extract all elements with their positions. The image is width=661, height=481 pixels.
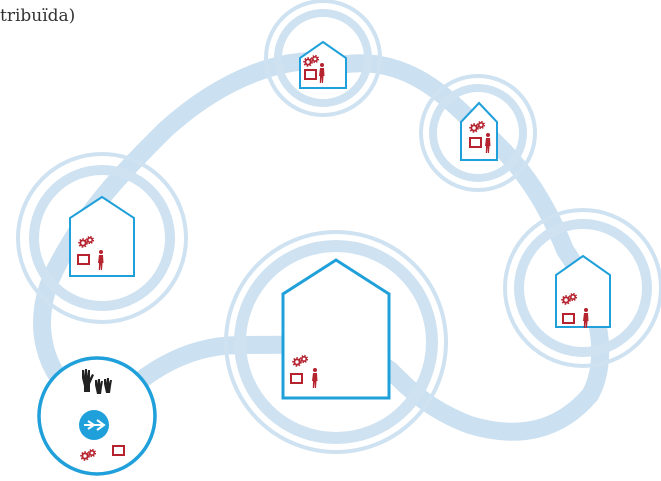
network-hub-icon xyxy=(79,410,109,440)
screen-icon xyxy=(304,69,317,80)
hub-node xyxy=(37,356,157,476)
house-node-top xyxy=(264,0,382,117)
house-node-upper-right xyxy=(419,74,537,192)
screen-icon xyxy=(112,445,125,456)
house-icon xyxy=(281,258,391,400)
raised-hands-icon xyxy=(82,369,112,394)
house-node-center xyxy=(224,230,448,454)
house-node-right xyxy=(503,208,661,368)
screen-icon xyxy=(469,137,482,148)
house-node-left xyxy=(16,152,188,324)
screen-icon xyxy=(77,254,90,265)
house-icon xyxy=(555,254,611,328)
screen-icon xyxy=(562,313,575,324)
screen-icon xyxy=(290,373,303,384)
caption-text: tribuïda) xyxy=(0,6,76,26)
